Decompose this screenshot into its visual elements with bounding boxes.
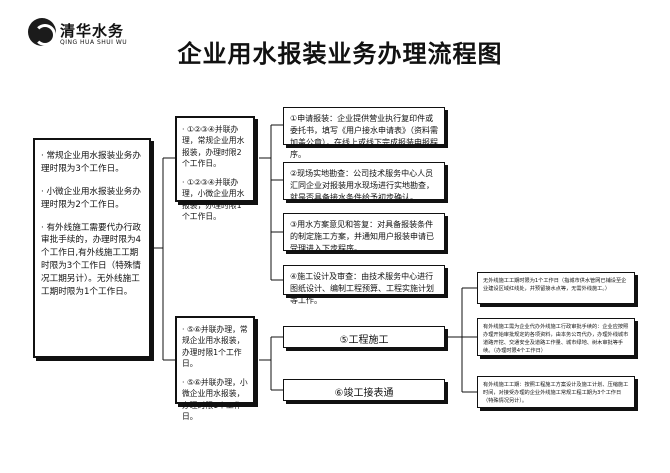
parallel-item: · ①②③④并联办理，小微企业用水报装，办理时限1个工作日。 (182, 178, 245, 222)
step-2-box: ②现场实地勘查：公司技术服务中心人员汇同企业对报装用水现场进行实地勘查，就是否具… (283, 162, 445, 202)
logo-name-cn: 清华水务 (60, 22, 125, 40)
summary-item: · 小微企业用水报装业务办理时限为2个工作日。 (41, 186, 141, 210)
time-limit-summary-box: · 常规企业用水报装业务办理时限为3个工作日。 · 小微企业用水报装业务办理时限… (33, 138, 151, 358)
parallel-group-2: · ⑤⑥并联办理，常规企业用水报装，办理时限1个工作日。 · ⑤⑥并联办理，小微… (175, 316, 255, 421)
parallel-item: · ①②③④并联办理，常规企业用水报装，办理时限2个工作日。 (182, 125, 245, 168)
summary-item: · 常规企业用水报装业务办理时限为3个工作日。 (41, 151, 141, 174)
step-4-box: ④施工设计及审查：由技术服务中心进行图纸设计、编制工程预算、工程实施计划等工作。 (283, 265, 445, 305)
step-3-box: ③用水方案意见和答复：对具备报装条件的制定施工方案，并通知用户报装申请已受理进入… (283, 213, 445, 253)
note-no-external-works: 无外线施工工期时限为1个工作日（指城市供水管网已铺设至企业建设区域红线处，并预留… (477, 272, 635, 304)
step-1-box: ①申请报装：企业提供营业执行复印件或委托书，填写《用户接水申请表》（资料需加盖公… (283, 107, 445, 159)
summary-item: · 有外线施工需要代办行政审批手续的，办理时限为4个工作日,有外线施工工期时限为… (41, 222, 141, 298)
page-title: 企业用水报装业务办理流程图 (177, 40, 503, 68)
step-5-box: ⑤工程施工 (283, 326, 445, 348)
logo: 清华水务 QING HUA SHUI WU (28, 18, 138, 50)
parallel-group-1: · ①②③④并联办理，常规企业用水报装，办理时限2个工作日。 · ①②③④并联办… (175, 116, 255, 221)
step-6-box: ⑥竣工接表通 (283, 379, 445, 401)
logo-mark-icon (28, 18, 56, 46)
parallel-item: · ⑤⑥并联办理，小微企业用水报装，办理时限1个工作日。 (182, 378, 248, 422)
parallel-item: · ⑤⑥并联办理，常规企业用水报装，办理时限1个工作日。 (182, 325, 248, 368)
note-external-works-period: 有外线施工工期：按照工程施工方案设计及施工计划、压缩施工时间，对接受办理的企业外… (477, 376, 635, 408)
note-admin-approval: 有外线施工需为企业代办外线施工行政审批手续的：企业应按照办理开始审批规定的各项资… (477, 318, 635, 356)
logo-name-en: QING HUA SHUI WU (60, 39, 128, 46)
